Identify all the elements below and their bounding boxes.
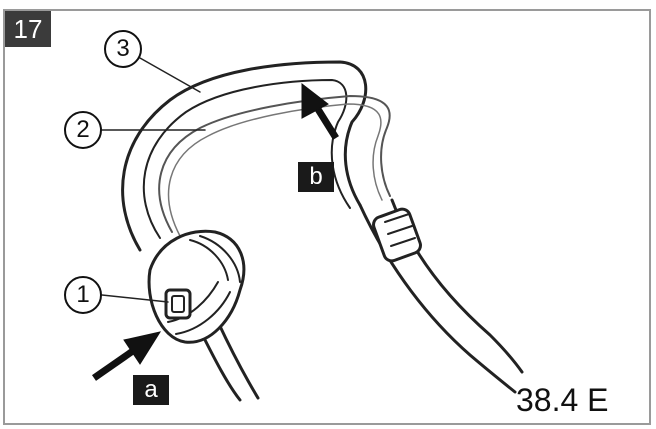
control-housing-ribs (167, 235, 241, 335)
arrow-a-head (123, 331, 162, 365)
release-button (164, 288, 192, 320)
left-lower-tube-2 (216, 320, 260, 400)
arrow-b-head (301, 82, 329, 119)
figure-number-badge: 17 (5, 11, 51, 47)
callout-2: 2 (64, 111, 102, 149)
callout-3: 3 (104, 30, 142, 68)
right-clamp-detail (384, 213, 416, 247)
control-housing (147, 229, 246, 344)
figure-frame (3, 9, 651, 425)
leader-line-3 (139, 57, 201, 93)
step-a-badge: a (133, 375, 169, 405)
model-label: 38.4 E (516, 382, 609, 418)
step-b-badge: b (298, 162, 334, 192)
left-lower-tube (198, 328, 242, 402)
upper-handle-bar (121, 60, 368, 252)
leader-line-1 (101, 294, 169, 303)
right-clamp (372, 207, 422, 263)
callout-1: 1 (64, 276, 102, 314)
upper-handle-bar-inner (142, 79, 351, 239)
arrow-b-shaft (313, 104, 339, 140)
release-button-inner (171, 295, 185, 313)
